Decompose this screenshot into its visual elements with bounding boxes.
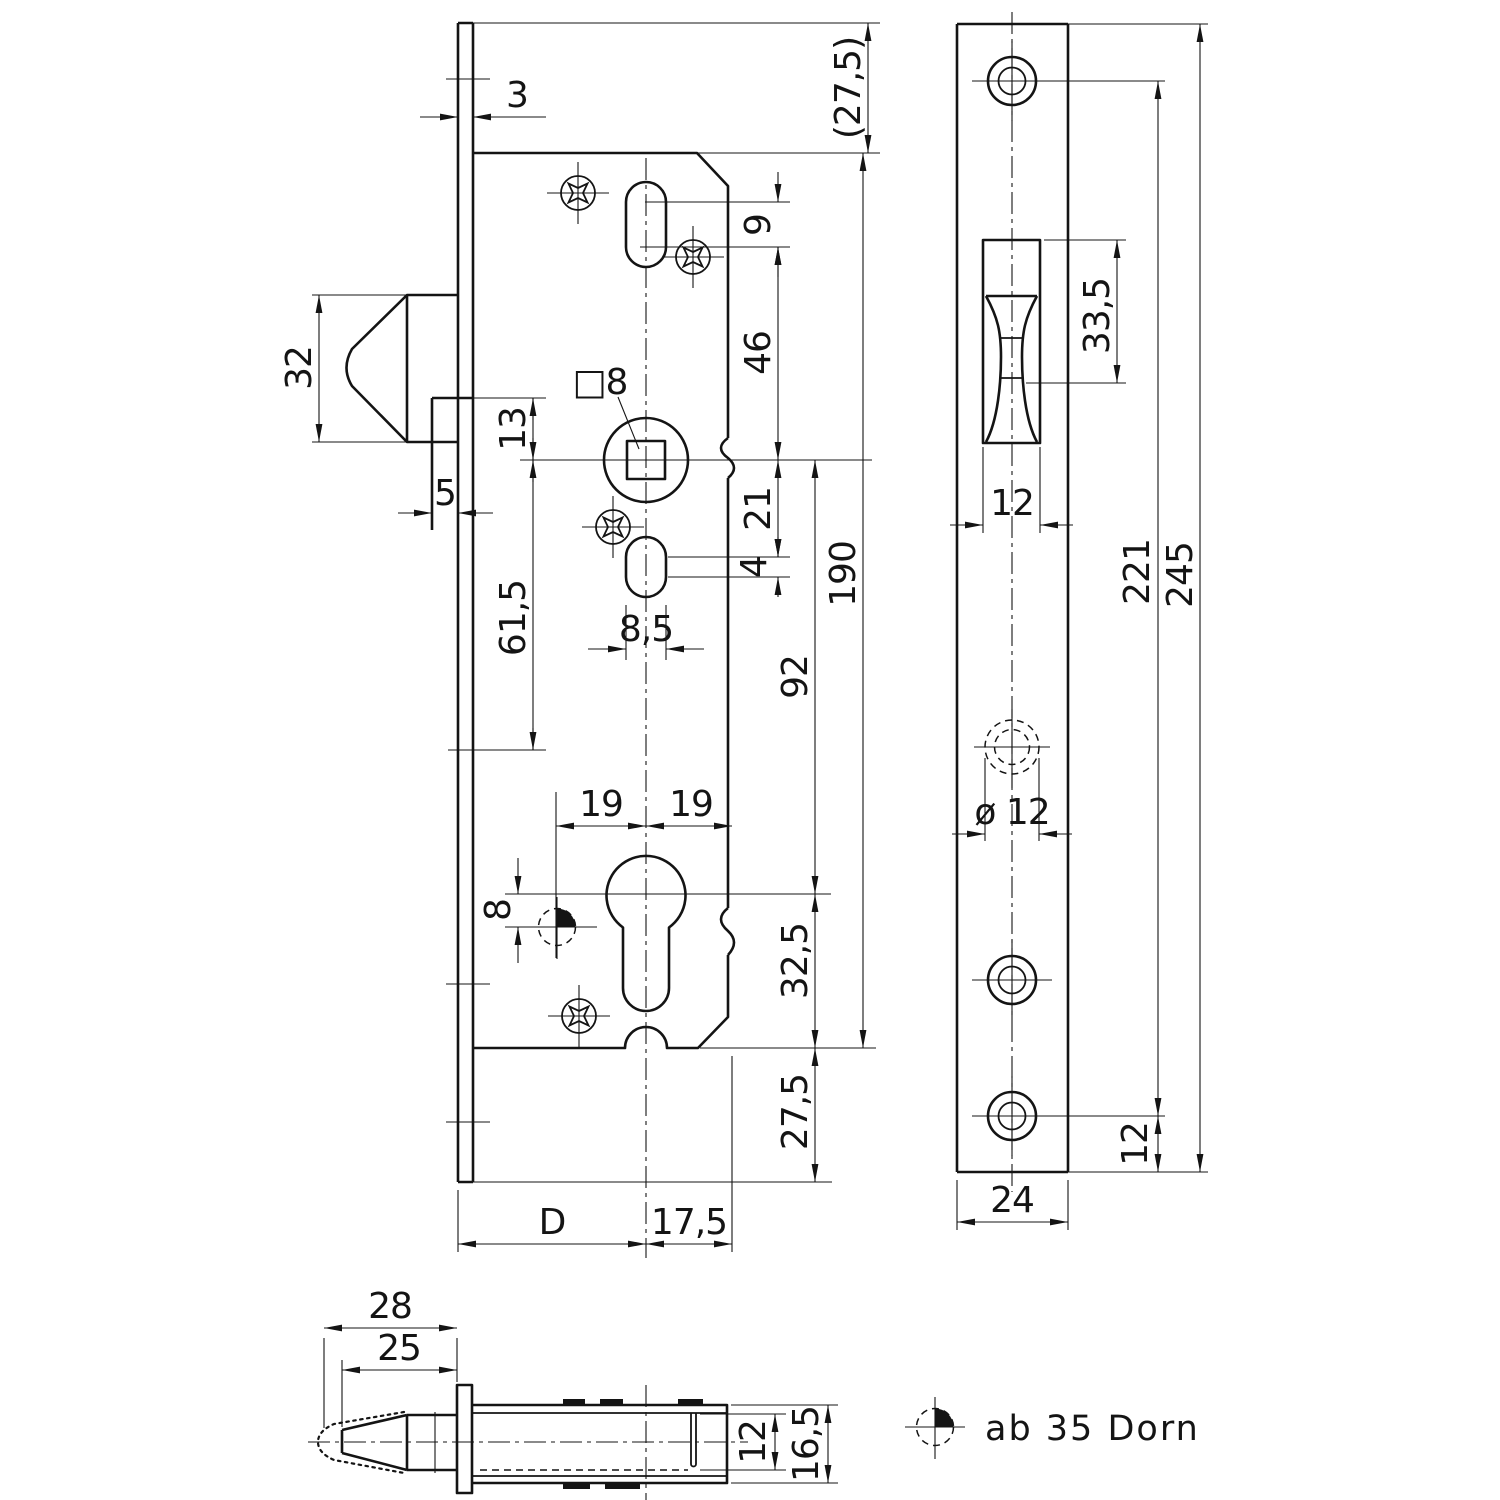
dim-bottom-slot-length: 4 [734,556,775,578]
extension-lines [446,22,880,1252]
pozidriv-screw-icon [581,495,645,559]
extension-lines [323,1338,838,1484]
dim-latch-height: 32 [279,346,320,390]
dim-slot-width: 8,5 [619,609,673,650]
dim-spindle-to-hole: 61,5 [493,580,534,656]
break-squiggle-lower [719,906,736,956]
dim-cylinder-offset-right: 19 [669,784,713,825]
dim-screw-to-end: 12 [1115,1122,1156,1166]
pozidriv-screw-icon [546,161,610,225]
euro-cylinder-cutout [605,854,687,1013]
lock-case-outline [473,151,730,1050]
dim-pin-length: 25 [377,1328,421,1369]
dim-spindle-square: □8 [573,362,628,403]
dim-sleeve-diameter: 16,5 [786,1406,827,1482]
dim-faceplate-width: 24 [990,1180,1034,1221]
dim-bottom-margin: 27,5 [775,1074,816,1150]
dim-faceplate-length: 245 [1160,542,1201,608]
pin-sleeve-inner-lines [472,1412,727,1477]
latch-waist-lines [1001,337,1022,379]
pozidriv-screw-icon [547,984,611,1048]
pozidriv-screw-icon [661,225,725,289]
dim-overall-length: 28 [368,1286,412,1327]
dim-screw-hole-distance: 221 [1117,539,1158,605]
optional-hole-quarter-icon [526,896,588,960]
dim-cylinder-to-case-end: 32,5 [775,923,816,999]
pin-sleeve-outline [472,1403,729,1485]
faceplate-edge [456,21,475,1184]
legend: ab 35 Dorn [904,1396,1200,1460]
spindle-leader-line [617,396,640,450]
dim-guide-to-spindle: 13 [493,407,534,451]
dim-slot-to-spindle: 46 [738,331,779,375]
dim-cylinder-offset-left: 19 [579,784,623,825]
extension-lines [956,23,1208,1230]
dim-faceplate-thickness: 3 [506,75,528,116]
front-view: 33,5 12 ø 12 221 245 12 24 [950,12,1208,1230]
quarter-circle-symbol-icon [904,1396,966,1460]
pin-spring-slot [690,1413,697,1468]
pin-detail: 28 25 12 16,5 [308,1286,838,1500]
dim-dorn-hole-offset: 8 [478,899,519,921]
dim-center-to-back: 17,5 [651,1202,727,1243]
latch-opening [981,238,1042,445]
pin-dotted-cone [316,1410,406,1475]
latch-bolt [345,293,458,444]
dim-latch-cutout-width: 12 [990,483,1034,524]
latch-front-profile [984,294,1039,443]
dim-case-length: 190 [823,541,864,607]
dim-guide-protrusion: 5 [434,473,456,514]
dim-backset: D [539,1202,566,1243]
side-view: 3 (27,5) 9 46 32 13 □8 5 21 4 61,5 8,5 9… [279,21,880,1258]
dim-latch-cutout-height: 33,5 [1077,278,1118,354]
break-squiggle-upper [719,436,736,479]
dim-spindle-to-cylinder: 92 [775,655,816,699]
latch-extension-lines [312,294,407,443]
dim-top-margin: (27,5) [828,37,869,139]
pin-flange [455,1383,474,1495]
dim-pin-diameter: 12 [733,1420,774,1464]
dim-top-slot-length: 9 [738,214,779,236]
dim-spindle-to-slot: 21 [738,487,779,531]
dim-hidden-hole-diameter: ø 12 [974,792,1049,833]
countersunk-screw-hole-icon [970,938,1054,1022]
latch-guide-step [430,396,473,530]
pin-cone-tip [340,1413,457,1472]
legend-note: ab 35 Dorn [985,1409,1200,1449]
